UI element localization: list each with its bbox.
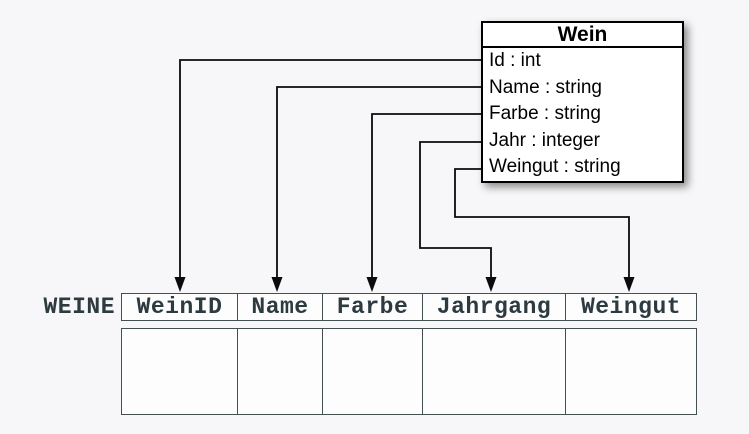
class-attribute-jahr: Jahr : integer (489, 129, 600, 151)
class-attribute-name: Name : string (489, 76, 602, 98)
connector-name-to-name (276, 86, 481, 278)
connector-farbe-to-farbe (371, 113, 481, 278)
table-cell (565, 329, 696, 414)
class-attribute-id: Id : int (489, 50, 541, 71)
arrowhead-jahrgang-icon (485, 277, 497, 292)
table-cell (237, 329, 322, 414)
column-header-jahrgang: Jahrgang (422, 294, 565, 320)
connector-id-to-weinid (179, 59, 481, 278)
column-header-weinid: WeinID (136, 294, 223, 320)
class-title: Wein (483, 23, 682, 48)
arrowhead-weinid-icon (174, 277, 186, 292)
arrowhead-name-icon (271, 277, 283, 292)
column-header-farbe: Farbe (322, 294, 422, 320)
class-attribute-farbe: Farbe : string (489, 103, 601, 125)
class-box-wein: Wein Id : int Name : string Farbe : stri… (481, 21, 684, 183)
table-cell (422, 329, 565, 414)
table-body-row (121, 328, 697, 415)
class-attribute-list: Id : int Name : string Farbe : string Ja… (483, 48, 682, 181)
table-name-label: WEINE (43, 294, 115, 320)
table-cell (322, 329, 422, 414)
connector-jahr-to-jahrgang (419, 141, 492, 278)
table-cell (122, 329, 237, 414)
connector-weingut-to-weingut (454, 168, 630, 278)
table-header-row: WeinID Name Farbe Jahrgang Weingut (121, 293, 697, 321)
column-header-weingut: Weingut (565, 294, 696, 320)
column-header-name: Name (237, 294, 322, 320)
arrowhead-weingut-icon (623, 277, 635, 292)
arrowhead-farbe-icon (366, 277, 378, 292)
class-attribute-weingut: Weingut : string (489, 156, 621, 178)
